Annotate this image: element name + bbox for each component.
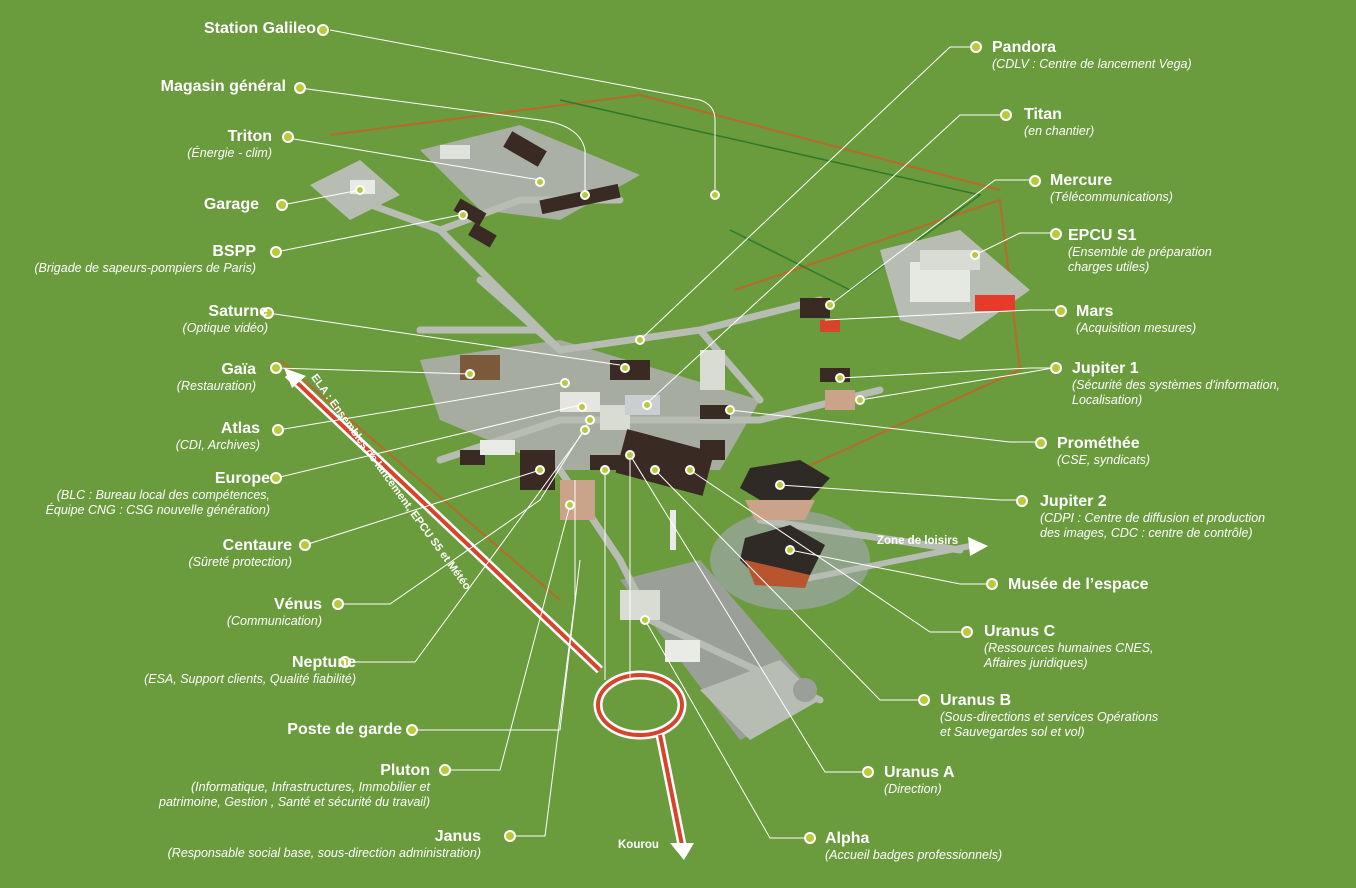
label-alpha: Alpha(Accueil badges professionnels)	[825, 830, 1003, 863]
helipad	[793, 678, 817, 702]
label-venus: Vénus(Communication)	[226, 596, 322, 629]
label-atlas: Atlas(CDI, Archives)	[175, 420, 260, 453]
label-bspp: BSPP(Brigade de sapeurs-pompiers de Pari…	[34, 243, 256, 276]
label-janus: Janus(Responsable social base, sous-dire…	[167, 828, 481, 861]
label-pandora: Pandora(CDLV : Centre de lancement Vega)	[992, 39, 1192, 72]
label-europe: Europe(BLC : Bureau local des compétence…	[45, 470, 270, 518]
leader-lines	[267, 29, 1058, 839]
label-titan: Titan(en chantier)	[1024, 106, 1095, 139]
loisirs-arrow-head	[968, 537, 988, 556]
perimeter-border-2	[734, 198, 1022, 471]
zone-loisirs-label: Zone de loisirs	[877, 535, 959, 547]
label-jupiter-2: Jupiter 2(CDPI : Centre de diffusion et …	[1040, 493, 1266, 541]
loisirs-road	[799, 542, 976, 583]
label-neptune: Neptune(ESA, Support clients, Qualité fi…	[144, 654, 356, 687]
label-saturne: Saturne(Optique vidéo)	[182, 303, 268, 336]
label-centaure: Centaure(Sûreté protection)	[188, 537, 292, 570]
label-musee-espace: Musée de l’espace	[1008, 576, 1149, 593]
label-jupiter-1: Jupiter 1(Sécurité des systèmes d'inform…	[1072, 360, 1281, 408]
label-mars: Mars(Acquisition mesures)	[1076, 303, 1197, 336]
jupiter-2-building	[740, 460, 830, 500]
label-triton: Triton(Énergie - clim)	[187, 128, 272, 161]
label-uranus-a: Uranus A(Direction)	[884, 764, 955, 797]
label-mercure: Mercure(Télécommunications)	[1050, 172, 1173, 205]
perimeter-border	[329, 93, 1001, 191]
label-promethee: Prométhée(CSE, syndicats)	[1057, 435, 1151, 468]
label-pluton: Pluton(Informatique, Infrastructures, Im…	[159, 762, 430, 810]
north-complex-ground	[420, 125, 640, 220]
label-poste-de-garde: Poste de garde	[287, 721, 402, 738]
rocket-model	[670, 510, 676, 550]
label-epcu-s1: EPCU S1(Ensemble de préparation charges …	[1068, 227, 1212, 275]
south-pad	[700, 660, 820, 740]
label-gaia: Gaïa(Restauration)	[176, 361, 256, 394]
buildings	[350, 131, 1015, 662]
label-magasin-general: Magasin général	[160, 78, 286, 95]
label-markers	[262, 24, 1067, 844]
kourou-arrow-head	[670, 843, 694, 860]
label-garage: Garage	[203, 196, 259, 213]
kourou-label: Kourou	[618, 839, 659, 851]
label-uranus-b: Uranus B(Sous-directions et services Opé…	[940, 692, 1159, 740]
ela-arrow-head	[284, 368, 306, 388]
perimeter-border-3	[279, 359, 561, 601]
label-station-galileo: Station Galileo	[203, 20, 316, 37]
label-uranus-c: Uranus C(Ressources humaines CNES, Affai…	[984, 623, 1154, 671]
